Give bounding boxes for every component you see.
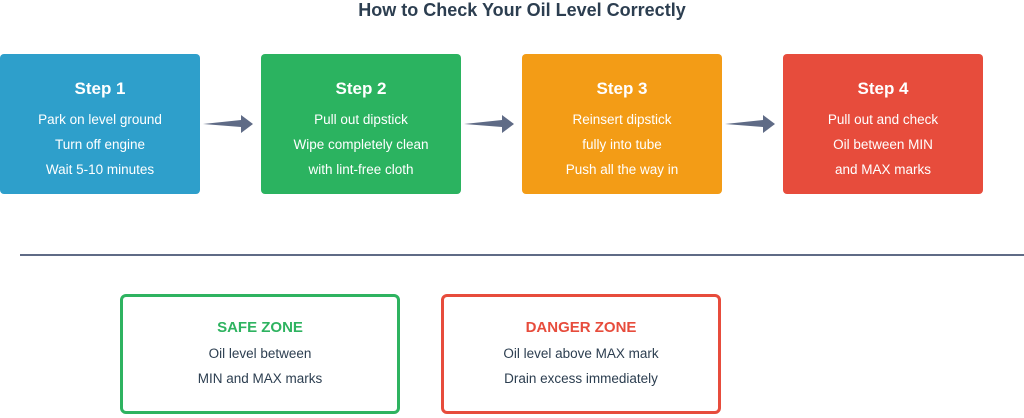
step-4-box: Step 4 Pull out and check Oil between MI…	[783, 54, 983, 194]
step-line: Park on level ground	[38, 112, 162, 127]
step-line: Wipe completely clean	[293, 137, 429, 152]
step-line: fully into tube	[582, 137, 662, 152]
diagram-title: How to Check Your Oil Level Correctly	[358, 0, 686, 20]
zone-title: SAFE ZONE	[217, 319, 303, 336]
step-line: Reinsert dipstick	[572, 112, 672, 127]
step-line: Wait 5-10 minutes	[45, 162, 155, 177]
safe-zone-box: SAFE ZONE Oil level between MIN and MAX …	[120, 294, 400, 414]
step-line: Pull out and check	[827, 112, 939, 127]
step-title: Step 3	[596, 79, 648, 98]
arrow-right-icon	[203, 115, 253, 133]
step-1-box: Step 1 Park on level ground Turn off eng…	[0, 54, 200, 194]
danger-zone-box: DANGER ZONE Oil level above MAX mark Dra…	[441, 294, 721, 414]
step-title: Step 2	[335, 79, 387, 98]
zone-line: Oil level above MAX mark	[503, 346, 659, 361]
step-line: and MAX marks	[834, 162, 932, 177]
step-3-box: Step 3 Reinsert dipstick fully into tube…	[522, 54, 722, 194]
step-title: Step 4	[857, 79, 909, 98]
zone-line: MIN and MAX marks	[197, 371, 323, 386]
step-title: Step 1	[74, 79, 126, 98]
step-line: with lint-free cloth	[308, 162, 414, 177]
arrow-right-icon	[464, 115, 514, 133]
arrow-right-icon	[725, 115, 775, 133]
step-2-box: Step 2 Pull out dipstick Wipe completely…	[261, 54, 461, 194]
step-line: Turn off engine	[54, 137, 146, 152]
section-divider	[20, 254, 1024, 256]
step-line: Push all the way in	[565, 162, 679, 177]
step-line: Oil between MIN	[833, 137, 933, 152]
zone-line: Oil level between	[208, 346, 312, 361]
step-line: Pull out dipstick	[314, 112, 408, 127]
zone-title: DANGER ZONE	[525, 319, 637, 336]
zone-line: Drain excess immediately	[504, 371, 658, 386]
